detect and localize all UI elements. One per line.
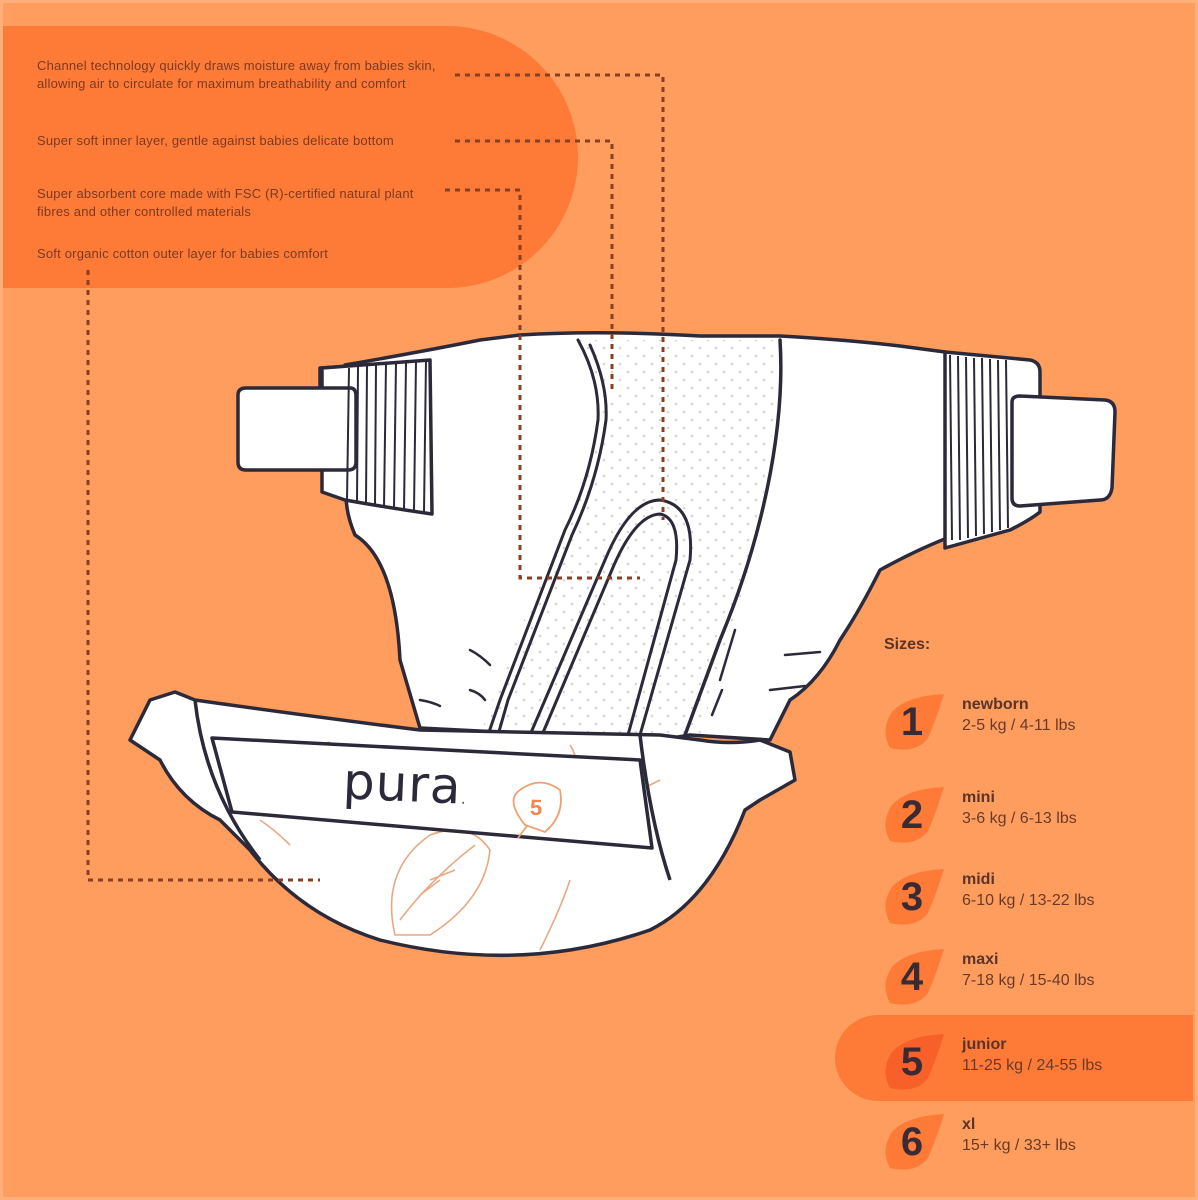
leaf-icon — [882, 1034, 944, 1094]
right-elastic-lines — [949, 354, 1009, 541]
size-name: newborn — [962, 696, 1029, 713]
left-elastic-lines — [346, 359, 427, 513]
size-name: xl — [962, 1116, 976, 1133]
size-option-1[interactable]: 1 newborn 2-5 kg / 4-11 lbs — [876, 690, 1186, 760]
size-number: 5 — [900, 1040, 924, 1084]
features-banner — [0, 26, 578, 288]
right-wing — [943, 350, 1117, 550]
leaf-icon — [882, 694, 944, 754]
size-number: 1 — [900, 700, 924, 744]
size-range: 11-25 kg / 24-55 lbs — [962, 1057, 1103, 1074]
sizes-title: Sizes: — [884, 636, 931, 653]
leaf-icon — [882, 1114, 944, 1174]
leaf-icon — [882, 787, 944, 847]
size-number: 4 — [900, 955, 924, 999]
feature-channel-technology: Channel technology quickly draws moistur… — [37, 58, 436, 91]
size-leaf-badge-icon — [512, 781, 562, 839]
brand-label-band — [210, 736, 654, 850]
size-name: maxi — [962, 951, 999, 968]
size-range: 6-10 kg / 13-22 lbs — [962, 892, 1095, 909]
size-range: 15+ kg / 33+ lbs — [962, 1137, 1076, 1154]
size-range: 7-18 kg / 15-40 lbs — [962, 972, 1095, 989]
leader-lines — [86, 73, 665, 882]
size-option-4[interactable]: 4 maxi 7-18 kg / 15-40 lbs — [876, 945, 1186, 1015]
size-number: 2 — [900, 793, 924, 837]
feature-inner-layer: Super soft inner layer, gentle against b… — [37, 133, 394, 148]
size-option-5-selected[interactable]: 5 junior 11-25 kg / 24-55 lbs — [876, 1030, 1186, 1100]
size-option-6[interactable]: 6 xl 15+ kg / 33+ lbs — [876, 1110, 1186, 1180]
feature-absorbent-core: Super absorbent core made with FSC (R)-c… — [37, 186, 414, 219]
size-number: 6 — [900, 1120, 924, 1164]
left-wing — [236, 358, 434, 516]
size-range: 2-5 kg / 4-11 lbs — [962, 717, 1076, 734]
leaf-icon — [882, 869, 944, 929]
leaf-icon — [882, 949, 944, 1009]
size-range: 3-6 kg / 6-13 lbs — [962, 810, 1077, 827]
brand-logo: pura. — [341, 752, 467, 816]
size-name: junior — [962, 1036, 1007, 1053]
size-number: 3 — [900, 875, 924, 919]
brand-size-number: 5 — [529, 794, 543, 821]
feature-outer-layer: Soft organic cotton outer layer for babi… — [37, 246, 329, 261]
size-name: midi — [962, 871, 995, 888]
size-option-2[interactable]: 2 mini 3-6 kg / 6-13 lbs — [876, 783, 1186, 853]
size-name: mini — [962, 789, 995, 806]
size-option-3[interactable]: 3 midi 6-10 kg / 13-22 lbs — [876, 865, 1186, 935]
